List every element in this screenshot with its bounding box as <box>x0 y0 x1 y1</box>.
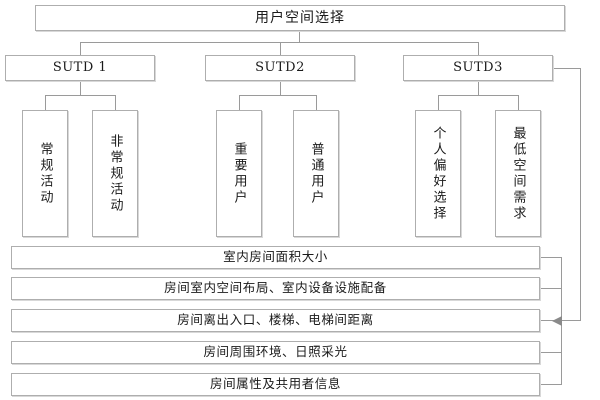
leaf-node-ordinary-user[interactable]: 普通用户 <box>293 110 339 237</box>
connector-sutd1-bus <box>45 95 115 96</box>
criteria-row-distance-entrance-stairs-elevator[interactable]: 房间离出入口、楼梯、电梯间距离 <box>11 309 540 332</box>
leaf-node-non-routine-activity[interactable]: 非常规活动 <box>92 110 138 237</box>
connector-sutd3-stem <box>478 81 479 96</box>
criteria-row-layout-equipment[interactable]: 房间室内空间布局、室内设备设施配备 <box>11 277 540 300</box>
leaf-node-routine-activity[interactable]: 常规活动 <box>22 110 68 237</box>
group-node-sutd-3[interactable]: SUTD3 <box>403 55 553 81</box>
connector-criteria-stub-2 <box>540 320 562 321</box>
connector-drop-leaf-a <box>45 95 46 111</box>
leaf-node-important-user[interactable]: 重要用户 <box>216 110 262 237</box>
root-node-user-space-selection[interactable]: 用户空间选择 <box>35 5 565 31</box>
leaf-node-non-routine-activity-label: 非常规活动 <box>107 133 123 214</box>
connector-sutd-bus <box>80 42 479 43</box>
group-node-sutd-2-label: SUTD2 <box>255 59 305 75</box>
connector-drop-leaf-e <box>438 95 439 111</box>
leaf-node-minimum-space-demand[interactable]: 最低空间需求 <box>495 110 541 237</box>
connector-criteria-stub-3 <box>540 352 562 353</box>
group-node-sutd-3-label: SUTD3 <box>453 59 503 75</box>
connector-sutd3-bus <box>438 95 518 96</box>
connector-sutd2-bus <box>239 95 316 96</box>
connector-sutd1-stem <box>80 81 81 96</box>
leaf-node-personal-preference-label: 个人偏好选择 <box>430 125 446 222</box>
connector-criteria-stub-4 <box>540 384 562 385</box>
criteria-row-room-area-label: 室内房间面积大小 <box>223 249 328 265</box>
connector-criteria-stub-1 <box>540 288 562 289</box>
connector-feedback-into-bus <box>562 320 581 321</box>
group-node-sutd-2[interactable]: SUTD2 <box>205 55 355 81</box>
criteria-row-room-area[interactable]: 室内房间面积大小 <box>11 246 540 269</box>
connector-feedback-top <box>553 68 581 69</box>
leaf-node-routine-activity-label: 常规活动 <box>37 141 53 206</box>
connector-drop-leaf-f <box>518 95 519 111</box>
criteria-row-surroundings-daylight[interactable]: 房间周围环境、日照采光 <box>11 341 540 364</box>
leaf-node-minimum-space-demand-label: 最低空间需求 <box>510 125 526 222</box>
criteria-row-layout-equipment-label: 房间室内空间布局、室内设备设施配备 <box>164 280 387 296</box>
connector-feedback-down <box>580 68 581 321</box>
connector-drop-leaf-d <box>316 95 317 111</box>
criteria-row-attributes-sharers[interactable]: 房间属性及共用者信息 <box>11 373 540 396</box>
criteria-row-distance-entrance-stairs-elevator-label: 房间离出入口、楼梯、电梯间距离 <box>177 312 374 328</box>
leaf-node-important-user-label: 重要用户 <box>231 141 247 206</box>
group-node-sutd-1-label: SUTD 1 <box>52 59 108 75</box>
connector-criteria-stub-0 <box>540 257 562 258</box>
connector-drop-leaf-b <box>115 95 116 111</box>
connector-sutd2-stem <box>280 81 281 96</box>
connector-drop-sutd1 <box>80 42 81 56</box>
feedback-arrow-icon <box>552 316 562 326</box>
connector-drop-leaf-c <box>239 95 240 111</box>
criteria-row-surroundings-daylight-label: 房间周围环境、日照采光 <box>203 344 348 360</box>
criteria-row-attributes-sharers-label: 房间属性及共用者信息 <box>209 376 341 392</box>
root-node-label: 用户空间选择 <box>255 9 345 26</box>
connector-root-stem <box>299 31 300 43</box>
group-node-sutd-1[interactable]: SUTD 1 <box>5 55 155 81</box>
connector-drop-sutd3 <box>478 42 479 56</box>
connector-drop-sutd2 <box>280 42 281 56</box>
leaf-node-ordinary-user-label: 普通用户 <box>308 141 324 206</box>
leaf-node-personal-preference[interactable]: 个人偏好选择 <box>415 110 461 237</box>
